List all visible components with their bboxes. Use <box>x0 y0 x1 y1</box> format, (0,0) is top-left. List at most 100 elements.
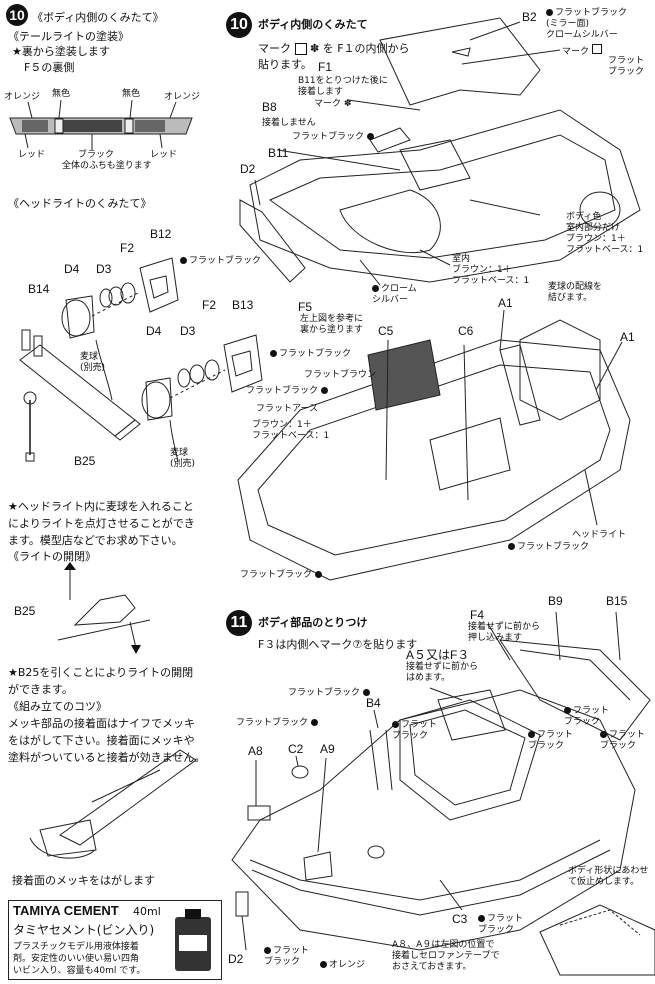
label-fb-2: フラット ブラック <box>392 720 438 741</box>
step-10-intro-2: 貼ります。 <box>258 58 312 71</box>
label-c2: C2 <box>288 742 304 756</box>
light-open-note: ★B25を引くことによりライトの開閉 ができます。 <box>8 664 193 698</box>
label-fb-7: フラット ブラック <box>478 914 524 935</box>
light-open-line: ★B25を引くことによりライトの開閉 <box>8 666 194 679</box>
tips-caption: 接着面のメッキをはがします <box>12 874 155 887</box>
label-headlight: ヘッドライト <box>572 530 627 540</box>
taillight-line2: F５の裏側 <box>24 61 75 74</box>
tail-clear-1: 無色 <box>52 89 71 99</box>
intro-mark-word: マーク <box>258 42 291 55</box>
label-d3-upper: D3 <box>96 262 112 276</box>
label-fb-3: フラット ブラック <box>564 706 610 727</box>
step-10-title: ボディ内側のくみたて <box>258 18 368 31</box>
label-f2-lower: F2 <box>202 298 217 312</box>
label-b12: B12 <box>150 227 172 241</box>
tail-red-left: レッド <box>18 150 46 160</box>
step-10-badge: 10 <box>226 12 252 38</box>
label-body-note: ボディ形状にあわせ て仮止めします。 <box>568 866 649 887</box>
cement-line: プラスチックモデル用液体接着 <box>13 942 139 952</box>
cement-line: 剤。安定性のいい使い易い四角 <box>13 954 140 964</box>
light-open-b25: B25 <box>14 604 36 618</box>
label-f2-upper: F2 <box>120 241 135 255</box>
label-body-color: ボディ色 室内部分だけ ブラウン：1＋ フラットベース：1 <box>566 212 644 255</box>
step-10-intro: マーク ✽ を F１の内側から <box>258 42 410 55</box>
label-flat-black-1: フラット ブラック <box>608 56 645 77</box>
label-b8-note: 接着しません <box>262 118 316 128</box>
label-a5-note: 接着せずに前から はめます。 <box>406 662 479 683</box>
taillight-line1: ★裏から塗装します <box>12 45 110 58</box>
label-flat-black-2: フラットブラック <box>292 132 376 143</box>
tail-black: ブラック <box>78 150 115 160</box>
headlight-heading: 《ヘッドライトのくみたて》 <box>8 197 152 210</box>
tips-text: メッキ部品の接着面はナイフでメッキ をはがして下さい。接着面にメッキや 塗料がつ… <box>8 715 205 766</box>
cement-line: いビン入り、容量も40ml です。 <box>13 966 146 976</box>
step-10-title-left: 《ボディ内側のくみたて》 <box>32 11 164 24</box>
label-mark: マーク <box>562 44 602 58</box>
flower-icon-b8: ✽ <box>343 99 352 109</box>
label-flat-black-5: フラットブラック <box>240 570 324 581</box>
tail-black-note: 全体のふちも塗ります <box>62 161 152 171</box>
label-flat-earth: フラットアース <box>256 404 319 414</box>
label-fb-4: フラット ブラック <box>600 730 646 751</box>
light-note: ★ヘッドライト内に麦球を入れること によりライトを点灯させることができ ます。模… <box>8 498 195 549</box>
label-a5-f3: A５又はF３ <box>406 648 470 662</box>
label-b15: B15 <box>606 594 628 608</box>
label-f4-note: 接着せずに前から 押し込みます <box>468 622 541 643</box>
label-a9: A9 <box>320 742 335 756</box>
label-f1-note: B11をとりつけた後に 接着します <box>298 76 388 97</box>
cement-name: タミヤセメント(ビン入り) <box>13 923 155 937</box>
light-note-line: ます。模型店などでお求め下さい。 <box>8 534 183 547</box>
label-bulb-b: 麦球 (別売) <box>170 448 196 469</box>
label-d4-upper: D4 <box>64 262 80 276</box>
label-flat-black-b: フラットブラック <box>270 349 351 360</box>
step-11-badge: 11 <box>226 610 252 636</box>
cement-ad: TAMIYA CEMENT 40ml タミヤセメント(ビン入り) プラスチックモ… <box>8 900 222 980</box>
label-b13: B13 <box>232 298 254 312</box>
step-11-title: ボディ部品のとりつけ <box>258 616 368 629</box>
light-open-line: ができます。 <box>8 683 73 696</box>
tail-red-right: レッド <box>150 150 178 160</box>
label-d3-lower: D3 <box>180 324 196 338</box>
cement-volume: 40ml <box>133 905 161 918</box>
light-note-line: によりライトを点灯させることができ <box>8 517 195 530</box>
label-orange: オレンジ <box>320 960 365 971</box>
label-brown-mix: ブラウン：1＋ フラットベース：1 <box>252 420 330 441</box>
label-d4-lower: D4 <box>146 324 162 338</box>
label-d2-bottom: D2 <box>228 952 244 966</box>
label-b2-color: フラットブラック (ミラー面) クロームシルバー <box>546 8 628 40</box>
step-10-badge-left: 10 <box>6 4 28 26</box>
label-b2: B2 <box>522 10 537 24</box>
label-wiring: 麦球の配線を 結びます。 <box>548 282 603 303</box>
label-b14: B14 <box>28 282 50 296</box>
label-f5: F5 <box>298 300 313 314</box>
tail-orange-right: オレンジ <box>164 92 201 102</box>
label-f4: F4 <box>470 608 485 622</box>
label-f1: F1 <box>318 60 333 74</box>
label-a8: A8 <box>248 744 263 758</box>
label-d2-top: D2 <box>240 162 256 176</box>
light-note-line: ★ヘッドライト内に麦球を入れること <box>8 500 194 513</box>
label-fb-6: フラットブラック <box>236 718 320 729</box>
mark-icon <box>294 43 307 55</box>
label-flat-black-4: フラットブラック <box>508 542 589 553</box>
step-11-subtitle: F３は内側へマーク⑦を貼ります <box>258 638 418 651</box>
taillight-heading: 《テールライトの塗装》 <box>8 30 129 43</box>
label-b9: B9 <box>548 594 563 608</box>
label-tape-note: A８、A９は左図の位置で 接着しセロファンテープで おさえておきます。 <box>392 940 500 972</box>
label-fb-5: フラット ブラック <box>528 730 574 751</box>
mark-square-icon <box>591 44 602 54</box>
label-fb-1: フラットブラック <box>288 688 372 699</box>
tail-orange-left: オレンジ <box>4 92 41 102</box>
label-a1-right: A1 <box>620 330 635 344</box>
label-flat-brown: フラットブラウン <box>304 370 377 380</box>
label-c5: C5 <box>378 324 394 338</box>
label-b8: B8 <box>262 100 277 114</box>
tail-clear-2: 無色 <box>122 89 141 99</box>
label-b4: B4 <box>366 696 381 710</box>
